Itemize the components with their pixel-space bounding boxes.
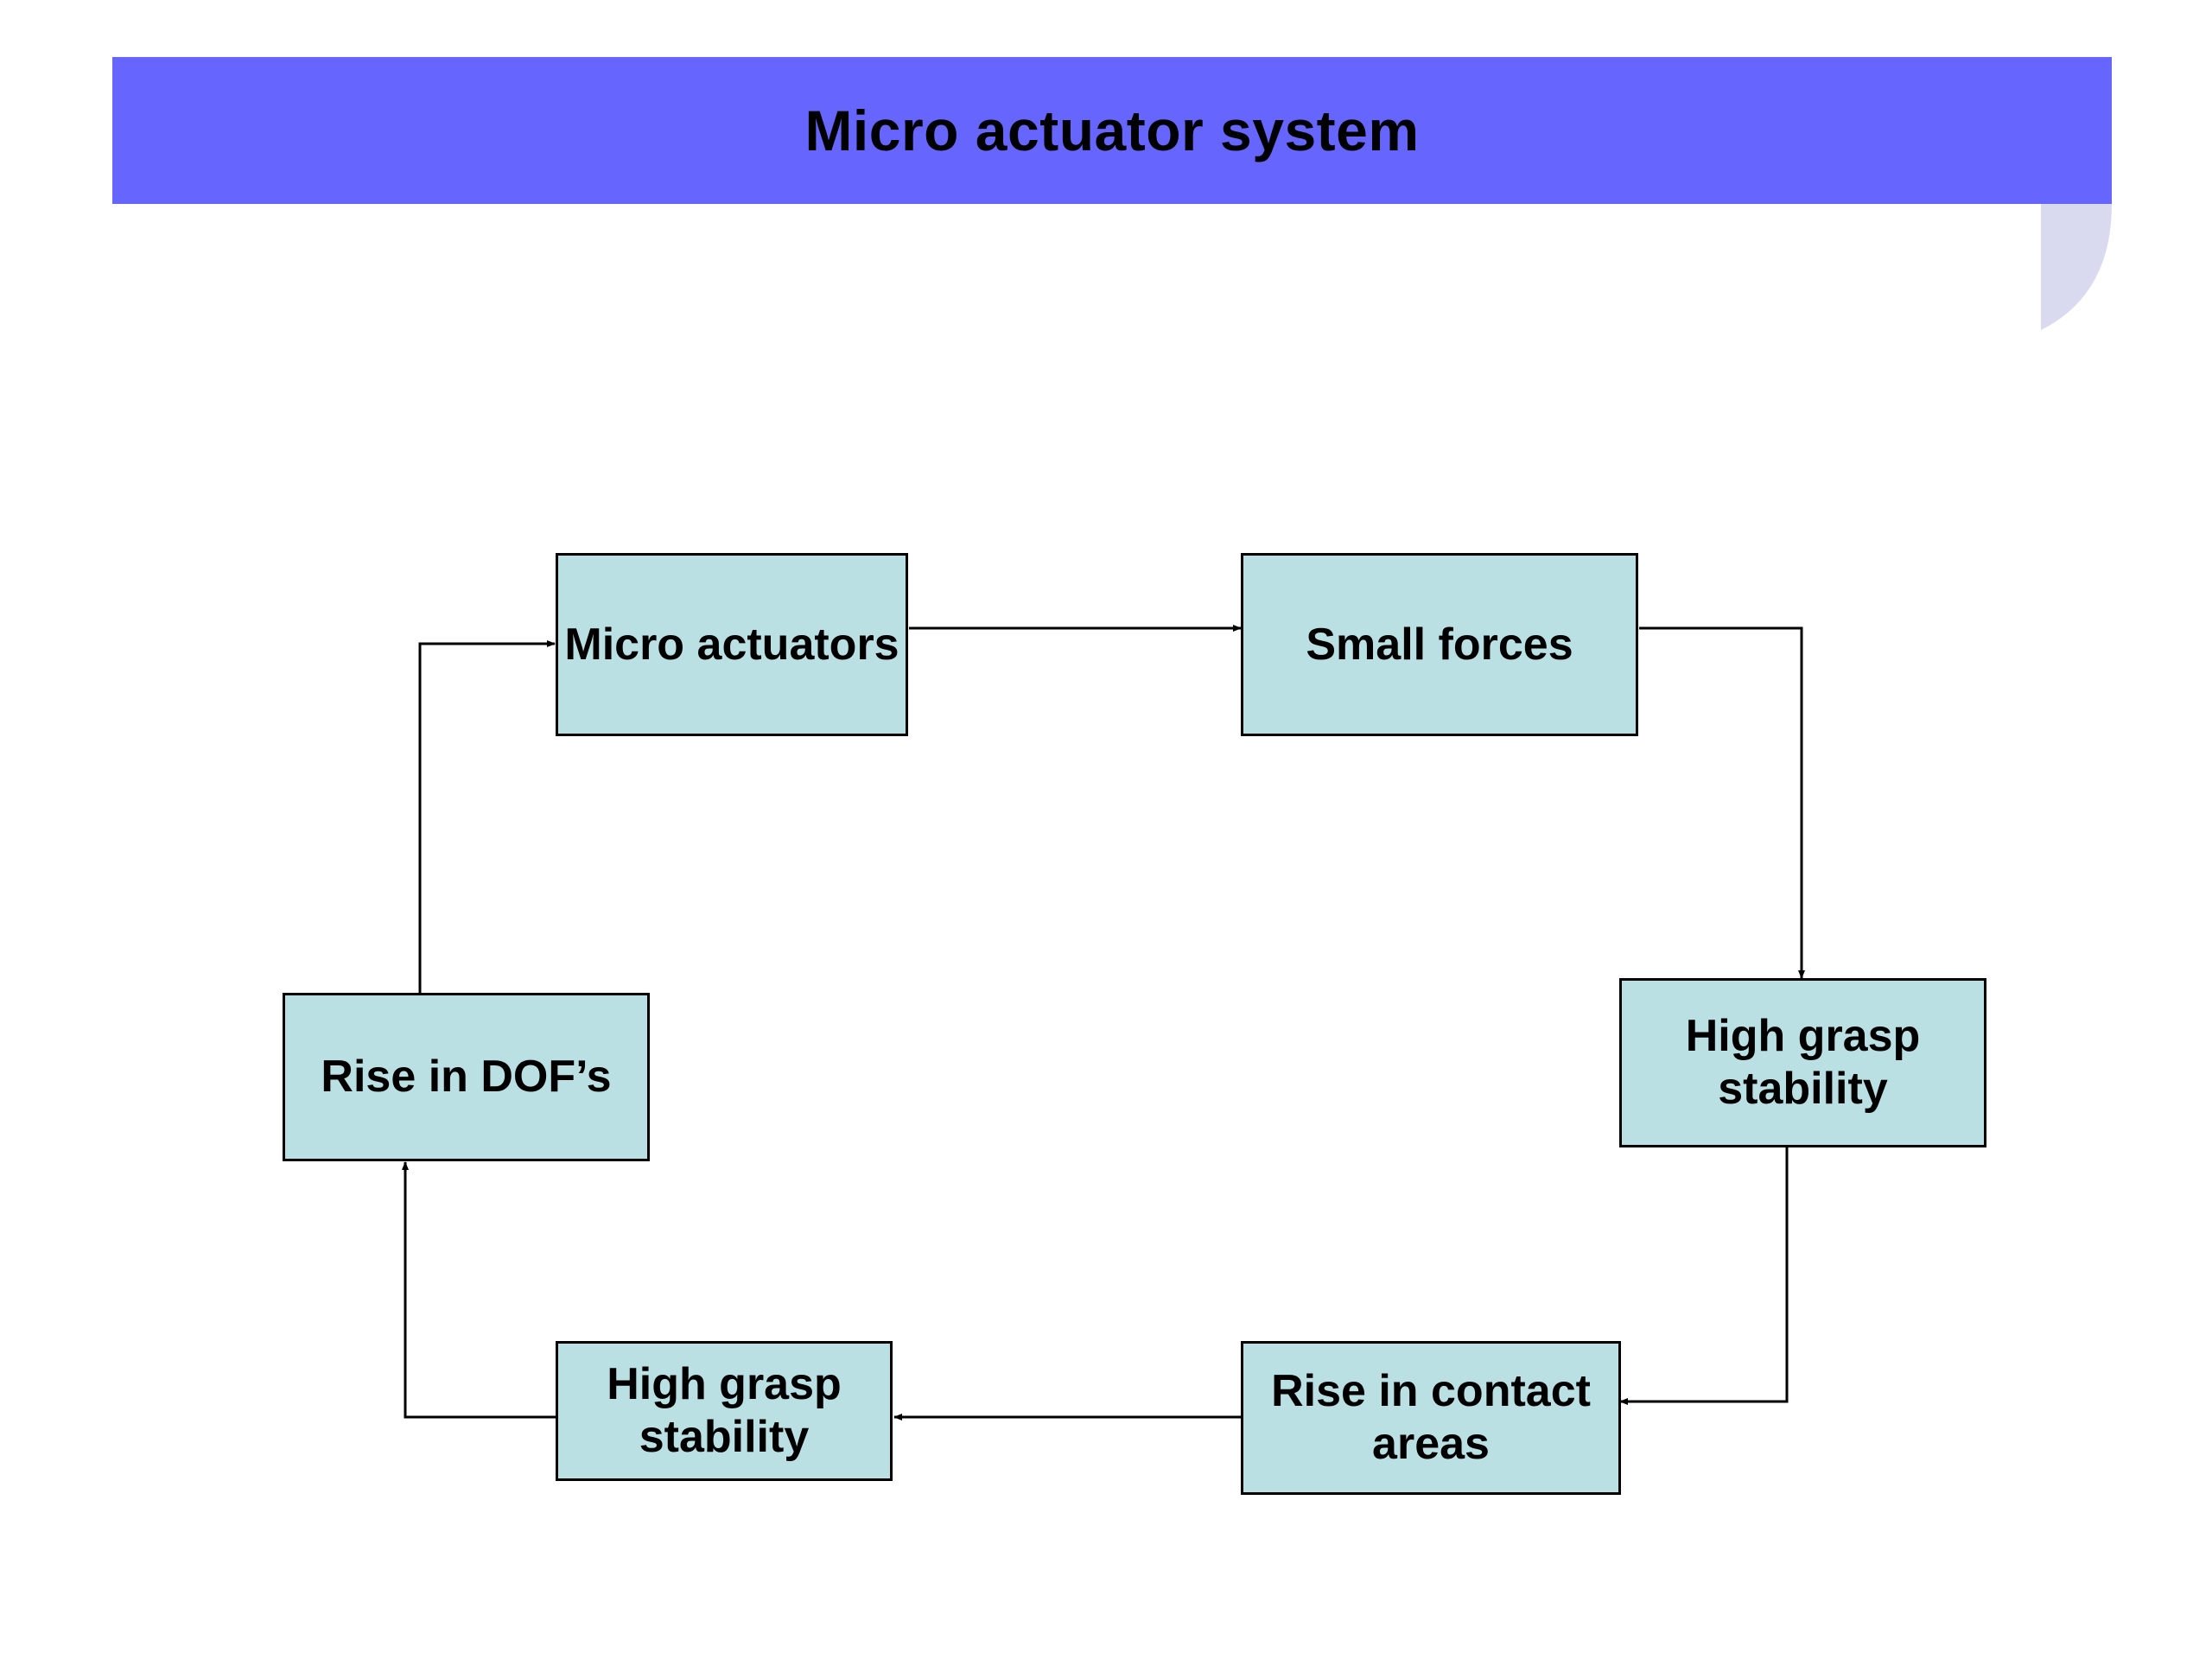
node-label: High grasp stability — [1685, 1011, 1921, 1114]
node-small-forces: Small forces — [1241, 553, 1638, 736]
edge-high-grasp-stability-to-rise-in-contact-areas — [1619, 1147, 1789, 1405]
edge-small-forces-to-high-grasp-stability — [1639, 626, 1805, 979]
node-label: High grasp stability — [607, 1359, 842, 1462]
title-banner: Micro actuator system — [112, 57, 2112, 204]
node-micro-actuators: Micro actuators — [556, 553, 908, 736]
node-high-grasp-stability-right: High grasp stability — [1619, 978, 1986, 1147]
node-label: Small forces — [1306, 619, 1573, 670]
node-rise-in-contact-areas: Rise in contact areas — [1241, 1341, 1621, 1495]
node-high-grasp-stability-bottom: High grasp stability — [556, 1341, 893, 1481]
banner-curl-decoration — [2041, 204, 2112, 330]
edge-high-grasp-stability-to-rise-in-dofs — [402, 1161, 556, 1419]
node-label: Rise in contact areas — [1271, 1366, 1591, 1469]
node-label: Micro actuators — [564, 619, 899, 670]
slide-title: Micro actuator system — [804, 99, 1420, 162]
node-label: Rise in DOF’s — [321, 1052, 612, 1103]
node-rise-in-dofs: Rise in DOF’s — [283, 993, 650, 1161]
edge-rise-in-dofs-to-micro-actuators — [418, 640, 556, 993]
